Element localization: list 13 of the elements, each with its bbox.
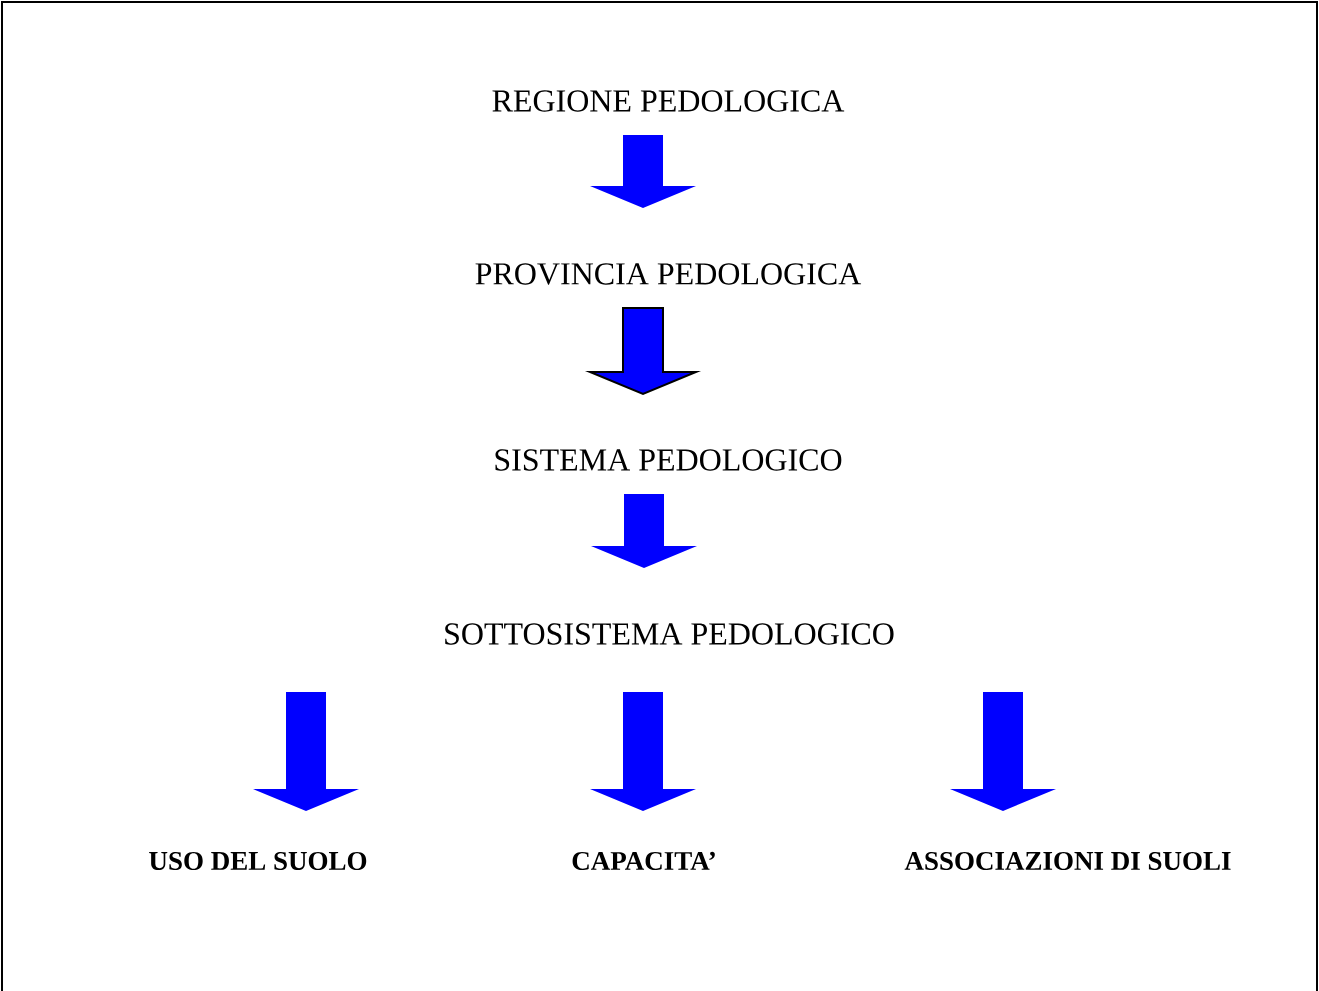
level-label: ASSOCIAZIONI DI SUOLI [904, 851, 1231, 871]
level-label: CAPACITA’ [572, 851, 715, 871]
block-arrow [590, 692, 696, 811]
block-arrow [950, 692, 1056, 811]
block-arrow [590, 135, 696, 208]
level-label: PROVINCIA PEDOLOGICA [475, 263, 862, 285]
block-arrow [585, 307, 701, 396]
level-label: USO DEL SUOLO [149, 851, 367, 871]
level-label: SOTTOSISTEMA PEDOLOGICO [445, 623, 894, 645]
block-arrow [253, 692, 359, 811]
level-label: SISTEMA PEDOLOGICO [495, 449, 842, 471]
level-label: REGIONE PEDOLOGICA [492, 90, 845, 112]
block-arrow [591, 494, 697, 568]
